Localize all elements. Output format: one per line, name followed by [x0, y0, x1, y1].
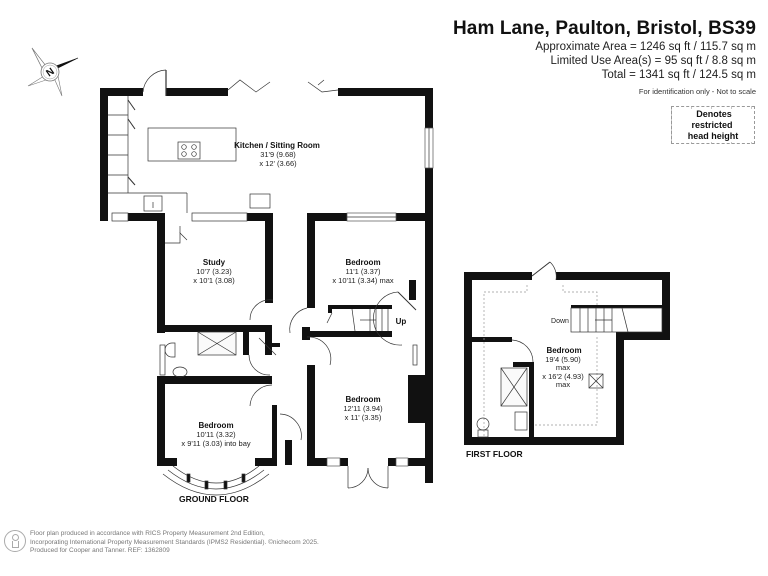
footer-line-3: Produced for Cooper and Tanner. REF: 136… [30, 547, 170, 554]
first-floor-label: FIRST FLOOR [466, 449, 523, 459]
room-dimension: max [556, 380, 570, 389]
room-name: Bedroom [198, 421, 233, 430]
room-dimension: x 10'1 (3.08) [193, 276, 235, 285]
room-name: Study [203, 258, 226, 267]
approximate-area: Approximate Area = 1246 sq ft / 115.7 sq… [535, 41, 756, 53]
ground-floor-labels: Kitchen / Sitting Room 31'9 (9.68) x 12'… [179, 141, 406, 504]
first-floor-labels: Bedroom 19'4 (5.90) max x 16'2 (4.93) ma… [466, 318, 584, 459]
room-dimension: x 12' (3.66) [259, 159, 297, 168]
stairs-up-label: Up [396, 317, 407, 326]
legend-line-2: head height [685, 130, 741, 141]
room-name: Bedroom [345, 258, 380, 267]
footer-line-2: Incorporating International Property Mea… [30, 538, 319, 546]
ground-floor-fixtures [108, 69, 434, 496]
room-dimension: 31'9 (9.68) [260, 150, 296, 159]
room-dimension: max [556, 363, 570, 372]
room-dimension: x 16'2 (4.93) [542, 372, 584, 381]
room-dimension: x 11' (3.35) [345, 413, 382, 422]
footer-notes: Floor plan produced in accordance with R… [30, 530, 319, 556]
compass-icon: N [27, 47, 79, 97]
not-to-scale-note: For identification only - Not to scale [638, 87, 756, 96]
room-dimension: 12'11 (3.94) [343, 404, 383, 413]
first-floor-plan [464, 272, 670, 445]
stairs-down-label: Down [551, 318, 569, 325]
total-area: Total = 1341 sq ft / 124.5 sq m [601, 69, 756, 81]
room-dimension: 19'4 (5.90) [545, 355, 581, 364]
room-dimension: 11'1 (3.37) [345, 267, 381, 276]
first-floor-fixtures [476, 261, 663, 438]
room-name: Bedroom [345, 395, 380, 404]
ground-floor-label: GROUND FLOOR [179, 494, 249, 504]
property-title: Ham Lane, Paulton, Bristol, BS39 [452, 18, 756, 39]
limited-use-area: Limited Use Area(s) = 95 sq ft / 8.8 sq … [550, 55, 757, 67]
room-name: Kitchen / Sitting Room [234, 141, 320, 150]
room-dimension: 10'7 (3.23) [196, 267, 232, 276]
ground-floor-plan [100, 88, 433, 483]
header: Ham Lane, Paulton, Bristol, BS39 Approxi… [453, 18, 756, 96]
room-dimension: x 9'11 (3.03) into bay [181, 439, 251, 448]
room-dimension: 10'11 (3.32) [196, 430, 236, 439]
room-dimension: x 10'11 (3.34) max [332, 276, 394, 285]
person-icon [4, 530, 26, 552]
footer-line-1: Floor plan produced in accordance with R… [30, 530, 265, 537]
room-name: Bedroom [546, 346, 581, 355]
